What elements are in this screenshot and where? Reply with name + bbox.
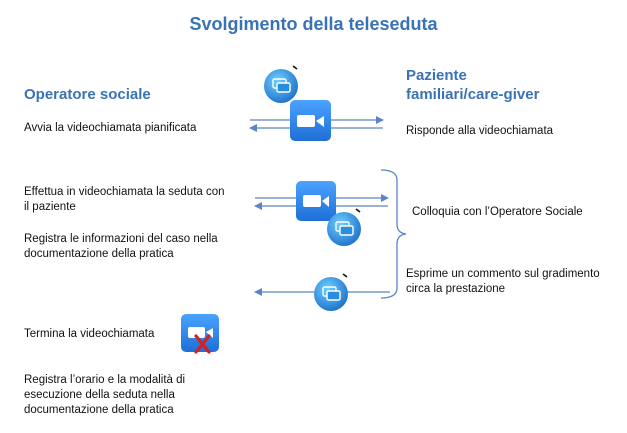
step-session: Effettua in videochiamata la seduta con … — [24, 185, 225, 215]
step-record-line1: Registra l’orario e la modalità di — [24, 374, 186, 386]
chat-bubble-icon — [327, 208, 361, 246]
step-register-line2: documentazione della pratica — [24, 248, 174, 260]
operator-heading: Operatore sociale — [24, 86, 151, 103]
step-talk: Colloquia con l’Operatore Sociale — [412, 206, 583, 218]
patient-heading-line2: familiari/care-giver — [406, 86, 540, 103]
step-record-line2: esecuzione della seduta nella — [24, 389, 175, 401]
step-register-line1: Registra le informazioni del caso nella — [24, 233, 218, 245]
step-feedback-line2: circa la prestazione — [406, 283, 506, 295]
video-camera-icon — [296, 181, 336, 221]
step-record: Registra l’orario e la modalità di esecu… — [24, 373, 185, 418]
step-end-call: Termina la videochiamata — [24, 328, 155, 340]
step-session-line2: il paziente — [24, 201, 76, 213]
diagram-title: Svolgimento della teleseduta — [189, 14, 438, 34]
step-answer-call: Risponde alla videochiamata — [406, 125, 554, 137]
step-feedback-line1: Esprime un commento sul gradimento — [406, 268, 600, 280]
step-register-info: Registra le informazioni del caso nella … — [24, 232, 218, 262]
video-camera-icon — [290, 100, 331, 141]
step-feedback: Esprime un commento sul gradimento circa… — [406, 267, 600, 297]
chat-bubble-icon — [264, 65, 298, 103]
curly-brace — [380, 169, 407, 299]
step-session-line1: Effettua in videochiamata la seduta con — [24, 186, 225, 198]
patient-heading-line1: Paziente — [406, 67, 467, 84]
end-call-icon — [181, 314, 219, 354]
patient-heading: Paziente familiari/care-giver — [406, 66, 539, 104]
step-record-line3: documentazione della pratica — [24, 404, 174, 416]
step-start-call: Avvia la videochiamata pianificata — [24, 122, 197, 134]
chat-bubble-icon — [314, 273, 348, 311]
